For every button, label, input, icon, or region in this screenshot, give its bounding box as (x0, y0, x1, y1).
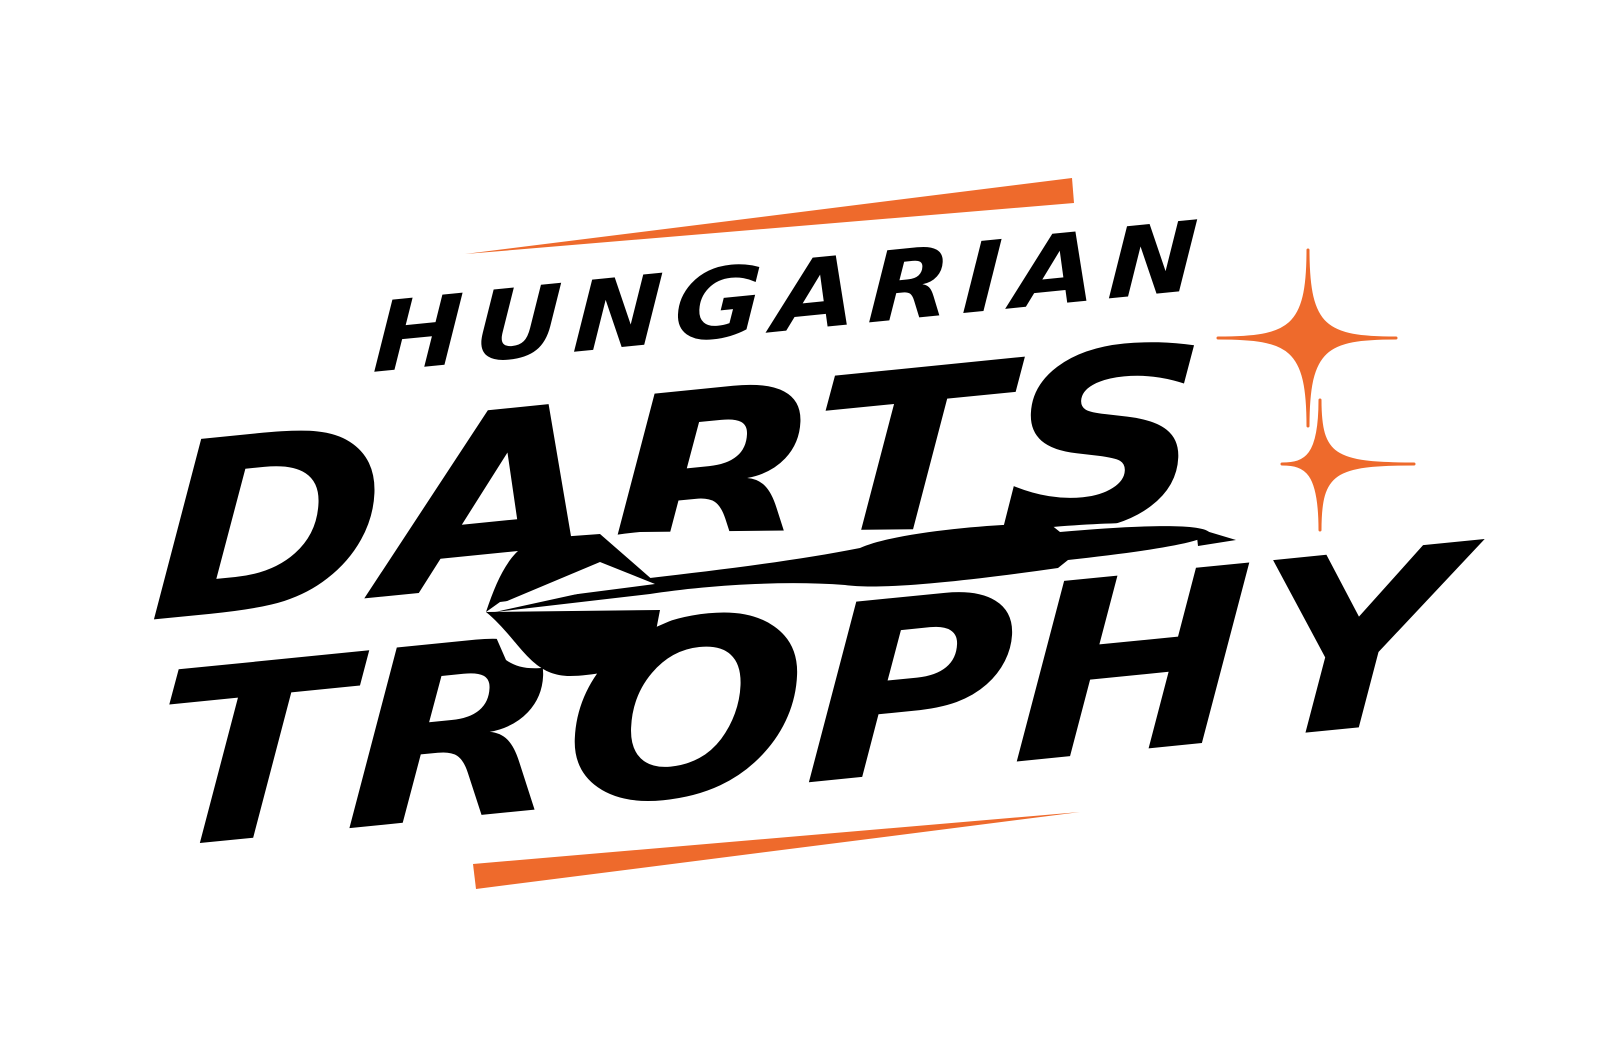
bottom-accent-stroke (473, 812, 1080, 889)
top-accent-stroke (465, 178, 1074, 254)
sparkle-star-small-icon (1280, 398, 1416, 532)
sparkle-star-large-icon (1216, 248, 1398, 428)
dart-icon (485, 522, 1236, 676)
